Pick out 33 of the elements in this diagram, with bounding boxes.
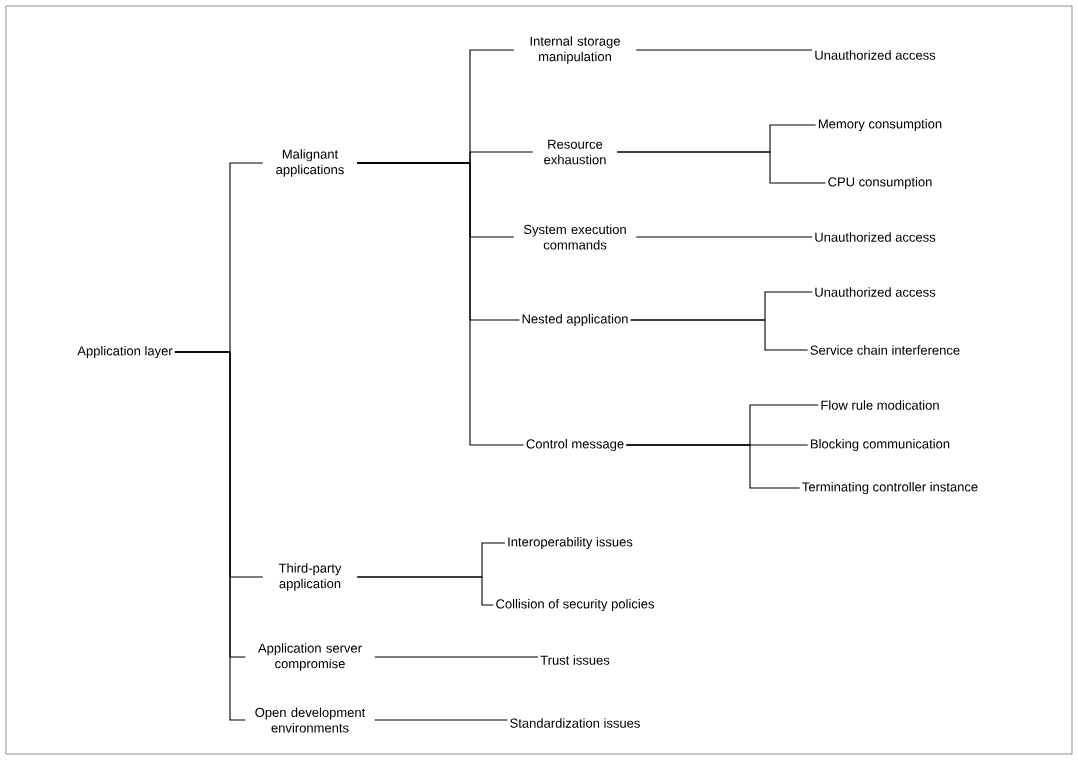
tree-label: Internal storage manipulation	[530, 36, 620, 64]
tree-label: Open development environments	[255, 707, 366, 733]
tree-line	[374, 719, 508, 721]
tree-label: Interoperability issues	[508, 536, 633, 550]
tree-label: Malignant applications	[276, 149, 344, 177]
tree-label: Collision of security policies	[496, 598, 654, 612]
tree-label: Service chain interference	[810, 345, 960, 355]
tree-label: Standardization issues	[510, 718, 640, 728]
tree-label: Application layer	[77, 345, 173, 359]
tree-label: Terminating controller instance	[802, 481, 978, 495]
tree-label: Third-party application	[278, 563, 342, 591]
tree-line	[635, 236, 813, 238]
tree-label: CPU consumption	[828, 176, 932, 190]
tree-label: Unauthorized access	[815, 232, 936, 242]
tree-line	[625, 444, 801, 489]
tree-label: Trust issues	[540, 655, 610, 665]
tree-label: Unauthorized access	[815, 50, 936, 60]
tree-label: Application server compromise	[258, 643, 362, 671]
tree-label: Memory consumption	[818, 118, 942, 132]
tree-label: System execution commands	[523, 224, 626, 250]
tree-line	[374, 656, 539, 658]
tree-line	[356, 576, 494, 606]
tree-label: Blocking communication	[811, 438, 950, 452]
tree-label: Resource exhaustion	[544, 139, 606, 165]
tree-line	[616, 151, 826, 184]
tree-label: Unauthorized access	[815, 287, 936, 297]
tree-line	[635, 49, 813, 51]
tree-label: Nested application	[522, 313, 628, 327]
tree-line	[630, 319, 809, 351]
tree-line	[174, 351, 246, 721]
tree-line	[356, 162, 525, 446]
tree-label: Control message	[526, 438, 624, 452]
tree-label: Flow rule modication	[821, 400, 939, 410]
